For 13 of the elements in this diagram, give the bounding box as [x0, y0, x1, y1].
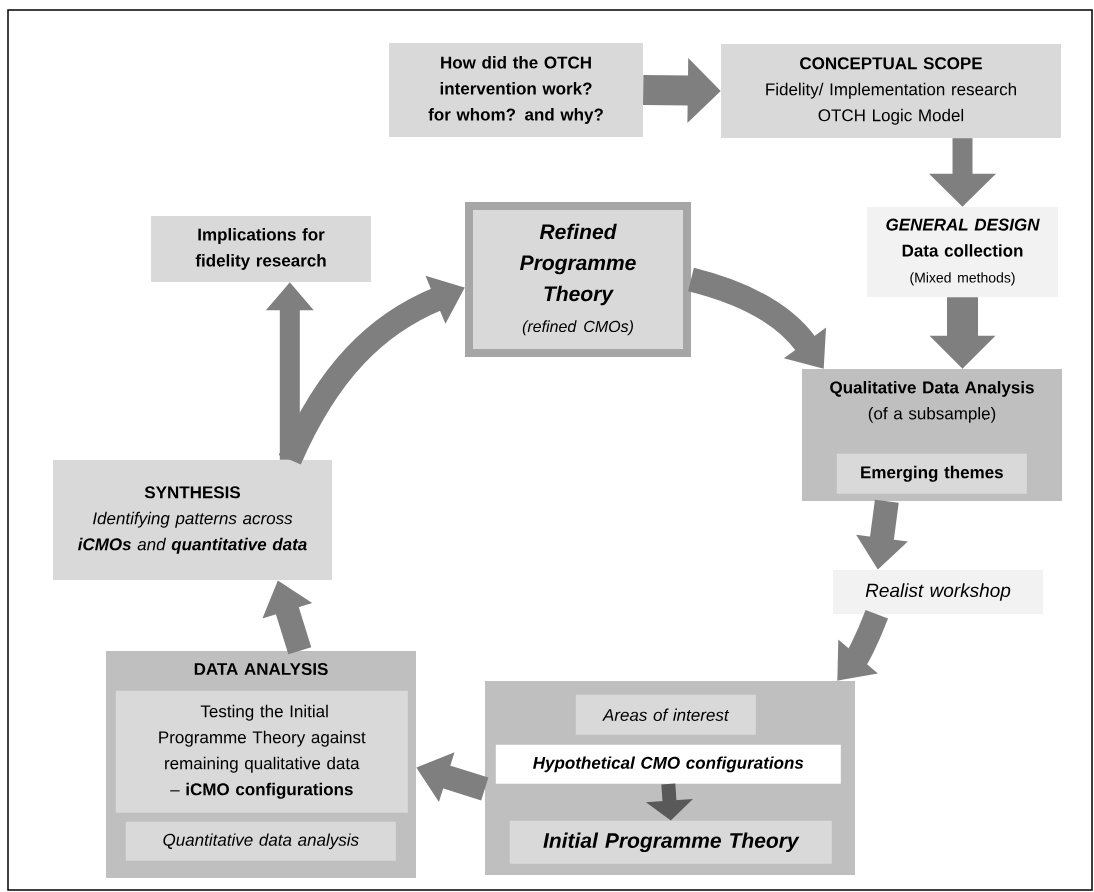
design-box: GENERAL DESIGN Data collection (Mixed methods) [867, 207, 1058, 297]
testing-box: Testing the Initial Programme Theory against remaining qualitative data – iCMO configurations [115, 690, 408, 813]
interest-box: Areas of interest [575, 694, 756, 735]
question-box: How did the OTCH intervention work? for whom? and why? [389, 43, 643, 137]
scope-box: CONCEPTUAL SCOPE Fidelity/ Implementation research OTCH Logic Model [721, 44, 1061, 138]
synthesis-box: SYNTHESIS Identifying patterns across iCMOs and quantitative data [53, 460, 332, 580]
refined-theory-box: Refined Programme Theory (refined CMOs) [465, 202, 691, 357]
configuration-box: Hypothetical CMO configurations [495, 744, 841, 784]
quantitative-box: Quantitative data analysis [125, 821, 396, 861]
theory-box: Initial Programme Theory [509, 820, 832, 864]
workshop-box: Realist workshop [833, 570, 1043, 614]
implications-box: Implications for fidelity research [151, 216, 371, 282]
theme-box: Emerging themes [836, 453, 1027, 494]
